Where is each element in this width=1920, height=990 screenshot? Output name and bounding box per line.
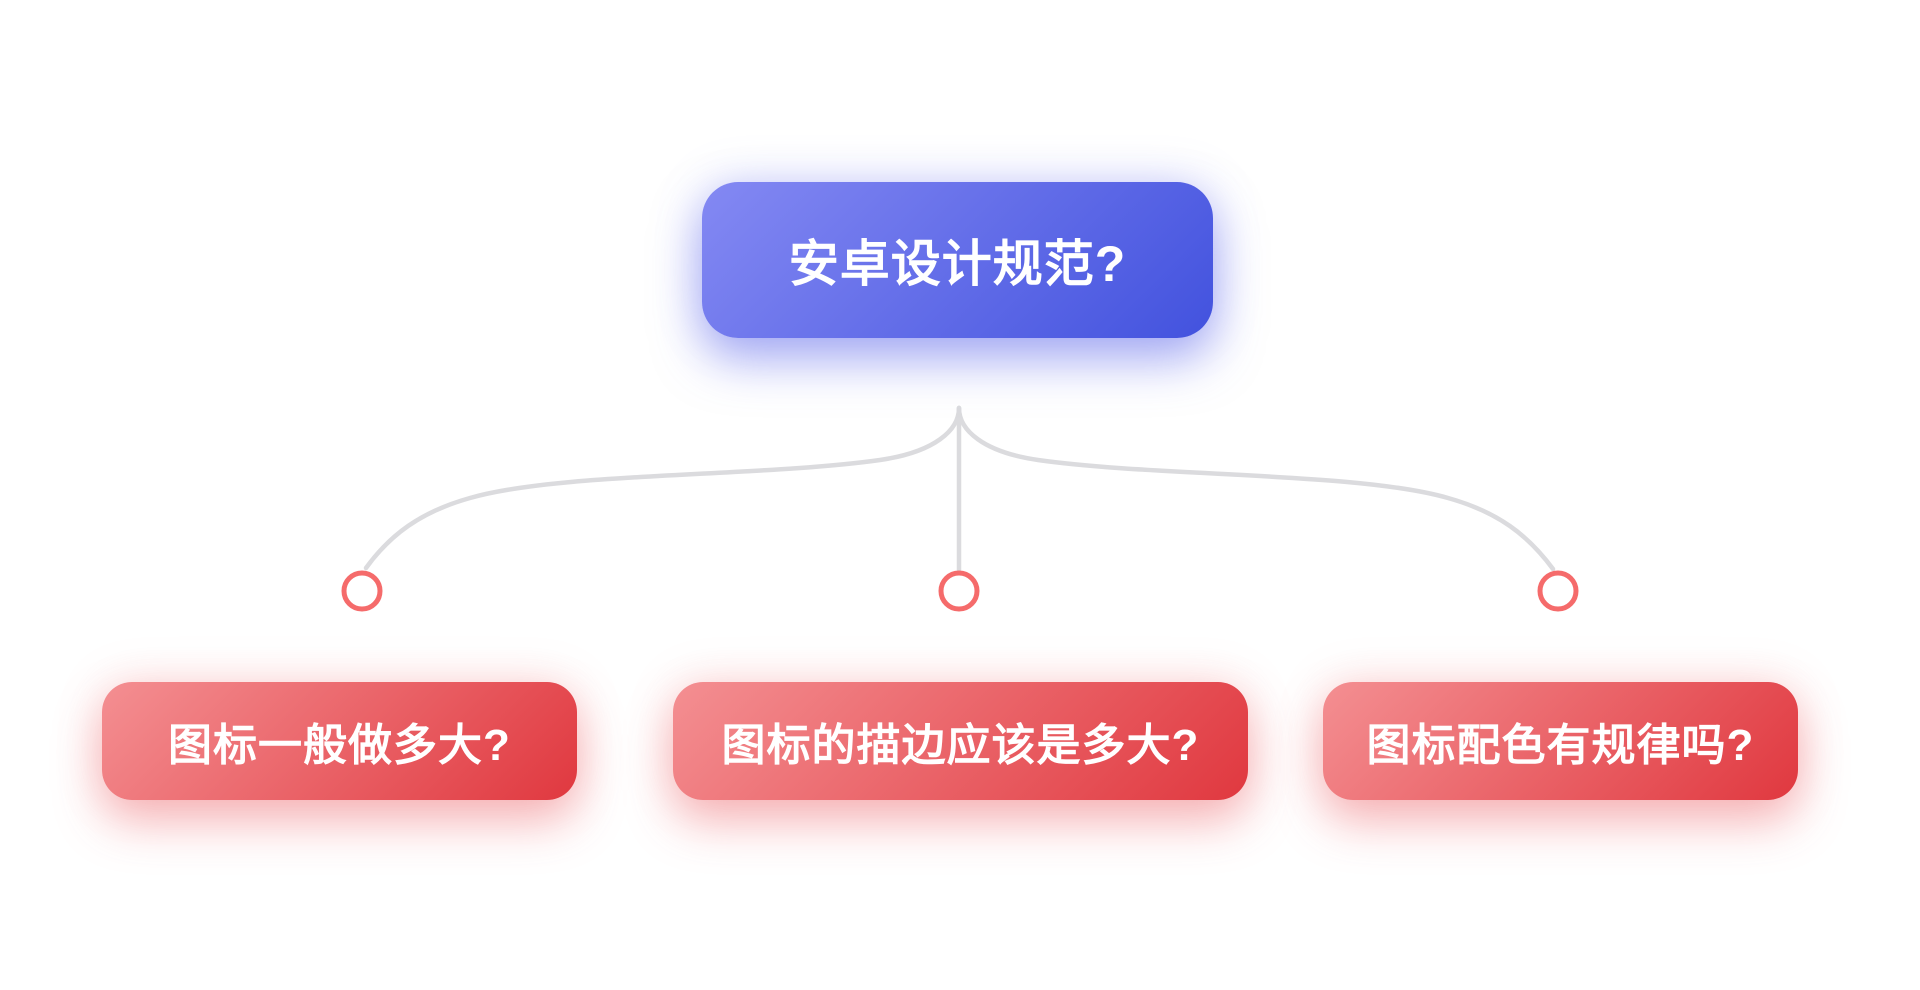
child-topic-node-icon-size[interactable]: 图标一般做多大? — [102, 682, 577, 800]
child-topic-node-color-rules[interactable]: 图标配色有规律吗? — [1323, 682, 1798, 800]
child-topic-label: 图标的描边应该是多大? — [721, 721, 1200, 770]
branch-line-right — [956, 405, 1556, 572]
child-topic-label: 图标一般做多大? — [168, 721, 511, 770]
root-topic-node[interactable]: 安卓设计规范? — [702, 182, 1213, 338]
child-topic-node-stroke-width[interactable]: 图标的描边应该是多大? — [673, 682, 1248, 800]
branch-line-left — [363, 405, 962, 571]
branch-dot-right[interactable] — [1537, 570, 1579, 612]
branch-dot-left[interactable] — [341, 570, 383, 612]
branch-dot-middle[interactable] — [938, 570, 980, 612]
root-topic-label: 安卓设计规范? — [788, 236, 1127, 292]
child-topic-label: 图标配色有规律吗? — [1366, 721, 1755, 770]
